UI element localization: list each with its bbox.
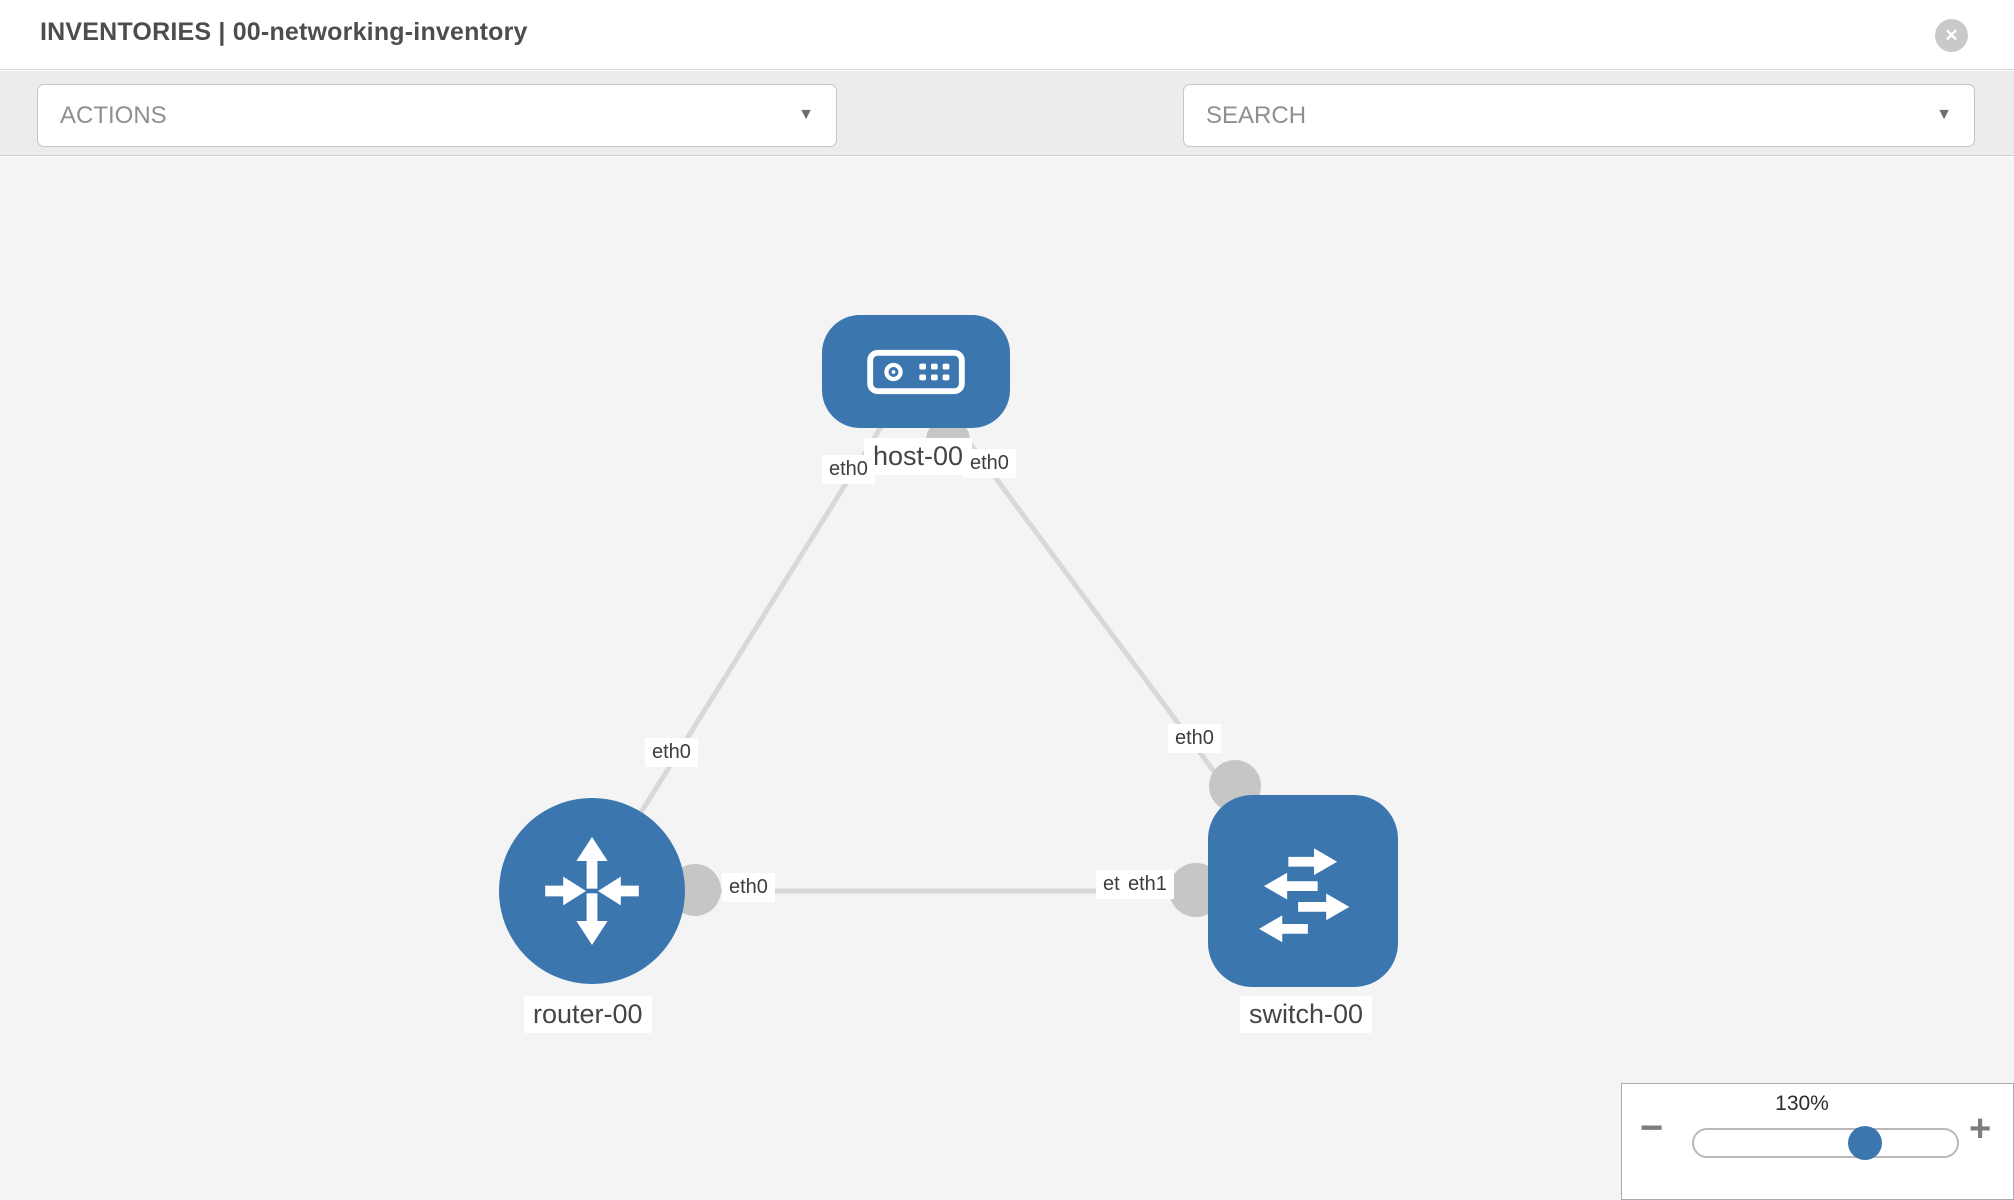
actions-dropdown-label: ACTIONS [60, 101, 167, 129]
node-label-router: router-00 [524, 996, 652, 1033]
header: INVENTORIES | 00-networking-inventory ✕ [0, 0, 2014, 70]
host-icon [867, 349, 965, 394]
node-switch-00[interactable] [1208, 795, 1398, 987]
interface-label: eth1 [1121, 870, 1174, 899]
chevron-down-icon: ▼ [1936, 106, 1952, 123]
zoom-slider-handle[interactable] [1848, 1126, 1882, 1160]
switch-icon [1259, 848, 1350, 943]
interface-label: eth0 [822, 455, 875, 484]
zoom-control-panel: 130% − + [1621, 1083, 2014, 1200]
interface-label: eth0 [963, 449, 1016, 478]
close-icon: ✕ [1944, 25, 1959, 45]
zoom-out-button[interactable]: − [1640, 1106, 1664, 1150]
actions-dropdown[interactable]: ACTIONS ▼ [37, 84, 837, 147]
node-label-switch: switch-00 [1240, 996, 1373, 1033]
search-placeholder: SEARCH [1206, 101, 1307, 129]
interface-label: eth0 [1168, 724, 1221, 753]
search-dropdown[interactable]: SEARCH ▼ [1183, 84, 1975, 147]
zoom-in-button[interactable]: + [1969, 1108, 1992, 1150]
zoom-slider-track[interactable] [1692, 1126, 1959, 1160]
interface-label: eth0 [645, 738, 698, 767]
chevron-down-icon: ▼ [798, 106, 814, 123]
topology-canvas[interactable]: host-00 router-00 switch-00 eth0 eth0 et… [0, 157, 2014, 1200]
interface-label: eth0 [722, 873, 775, 902]
page-title: INVENTORIES | 00-networking-inventory [40, 18, 528, 46]
zoom-level-value: 130% [1775, 1092, 1829, 1115]
node-host-00[interactable] [822, 315, 1010, 428]
node-label-host: host-00 [864, 438, 973, 475]
node-router-00[interactable] [499, 798, 685, 984]
router-icon [545, 837, 639, 945]
topology-links-layer [589, 369, 1306, 917]
toolbar: ACTIONS ▼ SEARCH ▼ [0, 71, 2014, 205]
close-button[interactable]: ✕ [1935, 19, 1968, 52]
